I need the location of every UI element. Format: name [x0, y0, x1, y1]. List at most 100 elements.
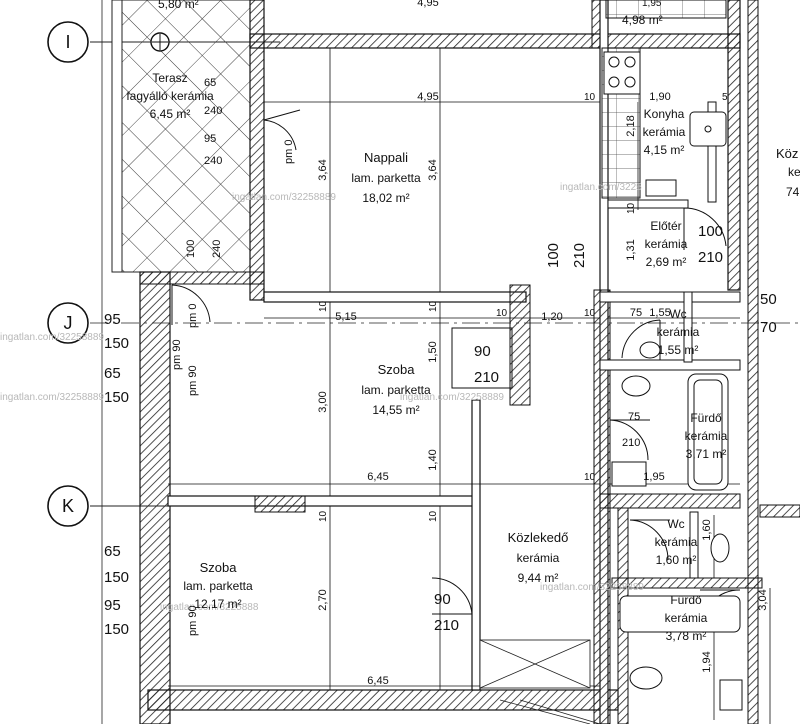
walls [139, 0, 800, 724]
axis-marker-j: J [47, 302, 89, 344]
threshold-hatch [479, 639, 601, 724]
axis-label-j: J [64, 313, 73, 333]
svg-text:3,78 m²: 3,78 m² [666, 629, 707, 643]
opening-150-c: 150 [104, 569, 129, 586]
opening-90-b: 90 [434, 591, 451, 608]
partial-area-right: 74 [786, 185, 800, 199]
watermark-3: ingatlan.com/32258889 [0, 332, 104, 343]
thickness-5: 5 [722, 92, 728, 103]
svg-text:Terasz: Terasz [152, 71, 187, 85]
dim-364-a: 3,64 [317, 159, 329, 180]
opening-95-b: 95 [104, 311, 121, 328]
room-label-szoba-2: Szoba lam. parketta 12,17 m² [183, 560, 253, 611]
watermark-4: ingatlan.com/32258889 [0, 392, 104, 403]
opening-150-a: 150 [104, 335, 129, 352]
svg-text:18,02 m²: 18,02 m² [362, 191, 409, 205]
opening-65-a: 65 [204, 77, 216, 89]
svg-text:kerámia: kerámia [657, 325, 700, 339]
dim-495-top: 4,95 [417, 0, 438, 9]
dim-131: 1,31 [625, 239, 637, 260]
room-label-eloter: Előtér kerámia 2,69 m² [645, 219, 688, 269]
dim-155: 1,55 [649, 307, 670, 319]
svg-text:lam. parketta: lam. parketta [361, 383, 431, 397]
watermark-7: ingatlan.com/32258889 [540, 582, 644, 593]
partial-dim-top-right: 1,95 [642, 0, 662, 9]
watermark-2: ingatlan.com/3225 [560, 182, 642, 193]
svg-text:1,55 m²: 1,55 m² [658, 343, 699, 357]
opening-100-b: 100 [545, 243, 562, 268]
door-frame-szoba [451, 327, 513, 389]
axis-label-k: K [62, 496, 74, 516]
opening-50: 50 [760, 291, 777, 308]
svg-text:1,60 m²: 1,60 m² [656, 553, 697, 567]
room-label-furdo-1: Fürdő kerámia 3,71 m² [685, 411, 728, 461]
svg-text:kerámia: kerámia [517, 551, 560, 565]
partial-area-top-right: 4,98 m² [622, 13, 663, 27]
room-label-wc-2: Wc kerámia 1,60 m² [655, 517, 698, 567]
dim-218: 2,18 [625, 115, 637, 136]
opening-150-b: 150 [104, 389, 129, 406]
room-label-konyha: Konyha kerámia 4,15 m² [643, 107, 686, 157]
svg-text:Közlekedő: Közlekedő [508, 530, 569, 545]
opening-150-d: 150 [104, 621, 129, 638]
opening-210-b: 210 [571, 243, 588, 268]
thickness-10-g: 10 [428, 510, 439, 522]
svg-text:Konyha: Konyha [644, 107, 685, 121]
dim-364-b: 3,64 [427, 159, 439, 180]
svg-text:lam. parketta: lam. parketta [183, 579, 253, 593]
svg-text:Nappali: Nappali [364, 150, 408, 165]
room-label-szoba-1: Szoba lam. parketta 14,55 m² [361, 362, 431, 417]
kitchen-fittings [601, 0, 727, 199]
room-label-terasz: Terasz fagyálló kerámia 6,45 m² [126, 71, 214, 121]
sill-pm0-b: pm 0 [187, 304, 199, 328]
thickness-10-f: 10 [318, 510, 329, 522]
dim-160: 1,60 [701, 519, 713, 540]
thickness-10-a: 10 [584, 92, 596, 103]
thickness-10-h: 10 [584, 472, 596, 483]
svg-text:kerámia: kerámia [685, 429, 728, 443]
terrace-floor [111, 0, 251, 273]
svg-text:kerámia: kerámia [645, 237, 688, 251]
svg-text:Fürdő: Fürdő [690, 411, 722, 425]
svg-text:3,71 m²: 3,71 m² [686, 447, 727, 461]
svg-text:Wc: Wc [669, 307, 686, 321]
terrace-railing [111, 0, 123, 273]
opening-65-c: 65 [104, 543, 121, 560]
room-label-kozlekedo: Közlekedő kerámia 9,44 m² [508, 530, 569, 585]
svg-text:Szoba: Szoba [378, 362, 416, 377]
opening-90-a: 90 [474, 343, 491, 360]
dim-304: 3,04 [757, 589, 769, 610]
svg-text:2,69 m²: 2,69 m² [646, 255, 687, 269]
svg-text:Előtér: Előtér [650, 219, 681, 233]
dim-495: 4,95 [417, 91, 438, 103]
doors [171, 109, 741, 629]
thickness-10-i: 10 [626, 202, 637, 214]
thickness-10-b: 10 [318, 300, 329, 312]
svg-text:12,17 m²: 12,17 m² [194, 597, 241, 611]
dim-645-b: 6,45 [367, 675, 388, 687]
sill-pm0-a: pm 0 [283, 140, 295, 164]
thickness-10-d: 10 [496, 308, 508, 319]
svg-text:Fürdő: Fürdő [670, 593, 702, 607]
opening-95-a: 95 [204, 133, 216, 145]
svg-text:Szoba: Szoba [200, 560, 238, 575]
dim-194: 1,94 [701, 651, 713, 672]
opening-65-b: 65 [104, 365, 121, 382]
svg-text:6,45 m²: 6,45 m² [150, 107, 191, 121]
sill-pm90-a: pm 90 [187, 365, 199, 396]
opening-75: 75 [628, 411, 640, 423]
svg-text:9,44 m²: 9,44 m² [518, 571, 559, 585]
watermark-1: ingatlan.com/32258889 [232, 192, 336, 203]
opening-240-b: 240 [204, 155, 222, 167]
room-label-nappali: Nappali lam. parketta 18,02 m² [351, 150, 421, 205]
dimension-lines [168, 48, 771, 724]
sill-pm90-c: pm 90 [187, 605, 199, 636]
thickness-10-e: 10 [584, 308, 596, 319]
dim-150: 1,50 [427, 341, 439, 362]
partial-area-top-left: 5,80 m² [158, 0, 199, 11]
partial-room-right: Köz [776, 146, 798, 161]
opening-210-e: 210 [622, 437, 640, 449]
opening-95-c: 95 [104, 597, 121, 614]
